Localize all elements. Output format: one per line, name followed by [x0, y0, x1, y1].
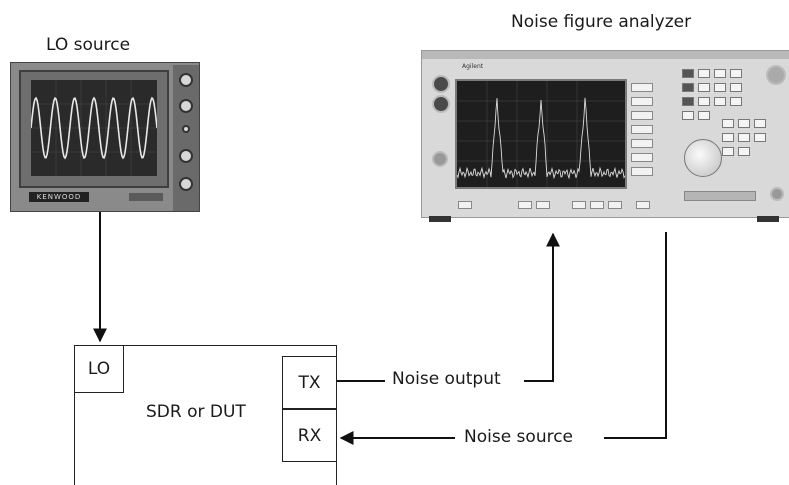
noise-source-line [604, 232, 666, 438]
connection-lines [0, 0, 789, 471]
noise-output-arrow [524, 234, 553, 381]
